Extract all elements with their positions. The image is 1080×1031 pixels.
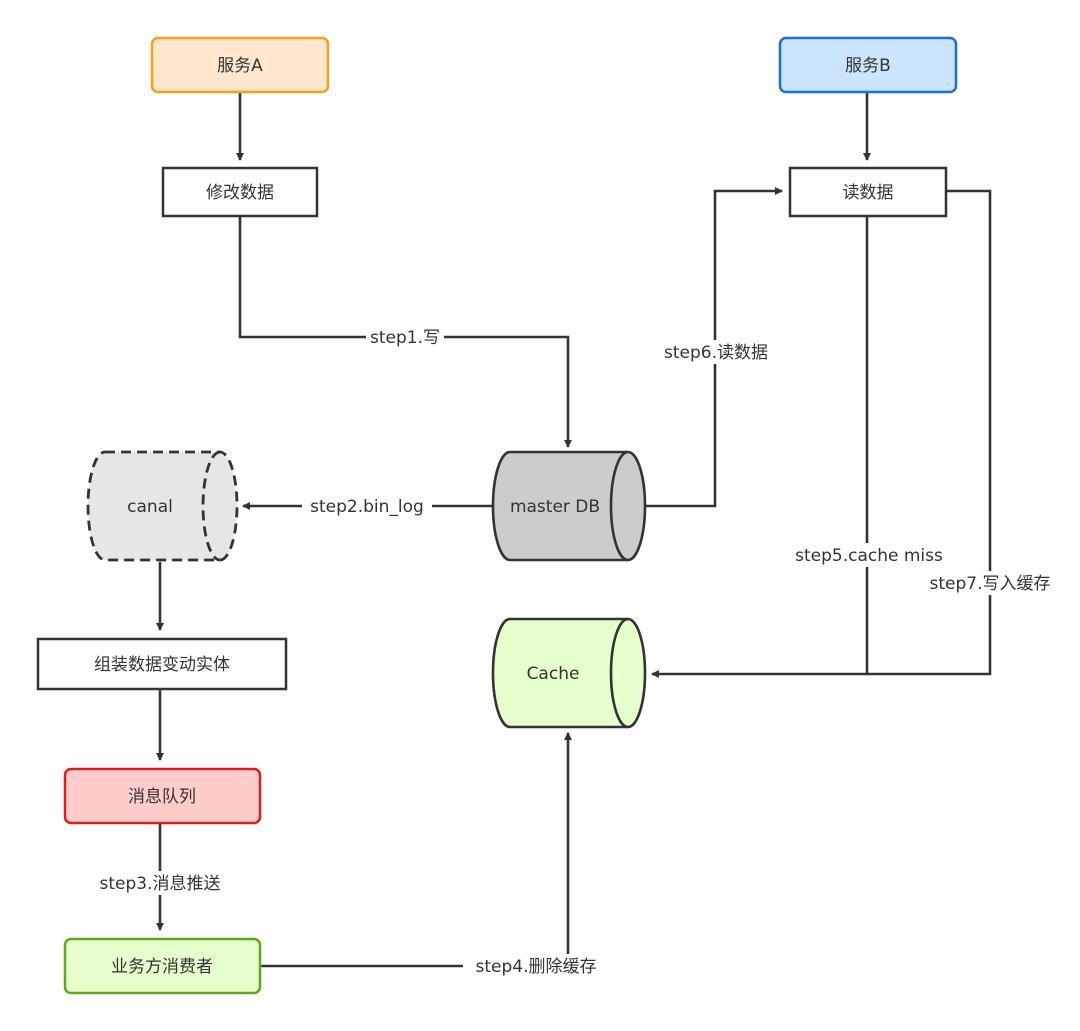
svg-text:服务B: 服务B	[845, 56, 891, 76]
edge-step7-write-cache	[867, 189, 992, 676]
node-service-b: 服务B	[778, 36, 958, 94]
label-step4: step4.删除缓存	[463, 954, 609, 978]
svg-text:step5.cache miss: step5.cache miss	[795, 546, 943, 566]
svg-text:修改数据: 修改数据	[206, 183, 274, 203]
svg-text:step1.写: step1.写	[370, 328, 440, 348]
svg-text:消息队列: 消息队列	[128, 787, 196, 807]
svg-text:服务A: 服务A	[217, 56, 263, 76]
edge-step5-cache-miss	[651, 216, 869, 678]
svg-text:业务方消费者: 业务方消费者	[111, 957, 213, 977]
label-step6: step6.读数据	[656, 340, 776, 364]
label-step1: step1.写	[366, 325, 444, 349]
node-business-consumer: 业务方消费者	[63, 937, 262, 995]
svg-text:step4.删除缓存: step4.删除缓存	[476, 957, 597, 977]
edge-step4-delete-cache	[260, 732, 572, 968]
label-step3: step3.消息推送	[78, 871, 242, 895]
node-cache: Cache	[491, 617, 647, 729]
node-read-data: 读数据	[788, 166, 948, 218]
node-message-queue: 消息队列	[63, 767, 262, 825]
node-canal: canal	[86, 450, 239, 562]
svg-text:Cache: Cache	[527, 664, 580, 684]
svg-text:step7.写入缓存: step7.写入缓存	[930, 574, 1051, 594]
svg-text:step6.读数据: step6.读数据	[664, 343, 768, 363]
label-step2: step2.bin_log	[302, 494, 432, 518]
svg-text:读数据: 读数据	[843, 183, 894, 203]
label-step5: step5.cache miss	[786, 543, 952, 567]
svg-text:step3.消息推送: step3.消息推送	[100, 874, 221, 894]
label-step7: step7.写入缓存	[918, 571, 1062, 595]
node-master-db: master DB	[491, 450, 647, 562]
svg-text:step2.bin_log: step2.bin_log	[310, 497, 424, 517]
node-modify-data: 修改数据	[161, 166, 319, 218]
svg-text:master DB: master DB	[510, 497, 600, 517]
node-assemble-entity: 组装数据变动实体	[36, 637, 288, 691]
svg-text:组装数据变动实体: 组装数据变动实体	[94, 655, 230, 675]
node-service-a: 服务A	[150, 36, 330, 94]
svg-text:canal: canal	[127, 497, 173, 517]
